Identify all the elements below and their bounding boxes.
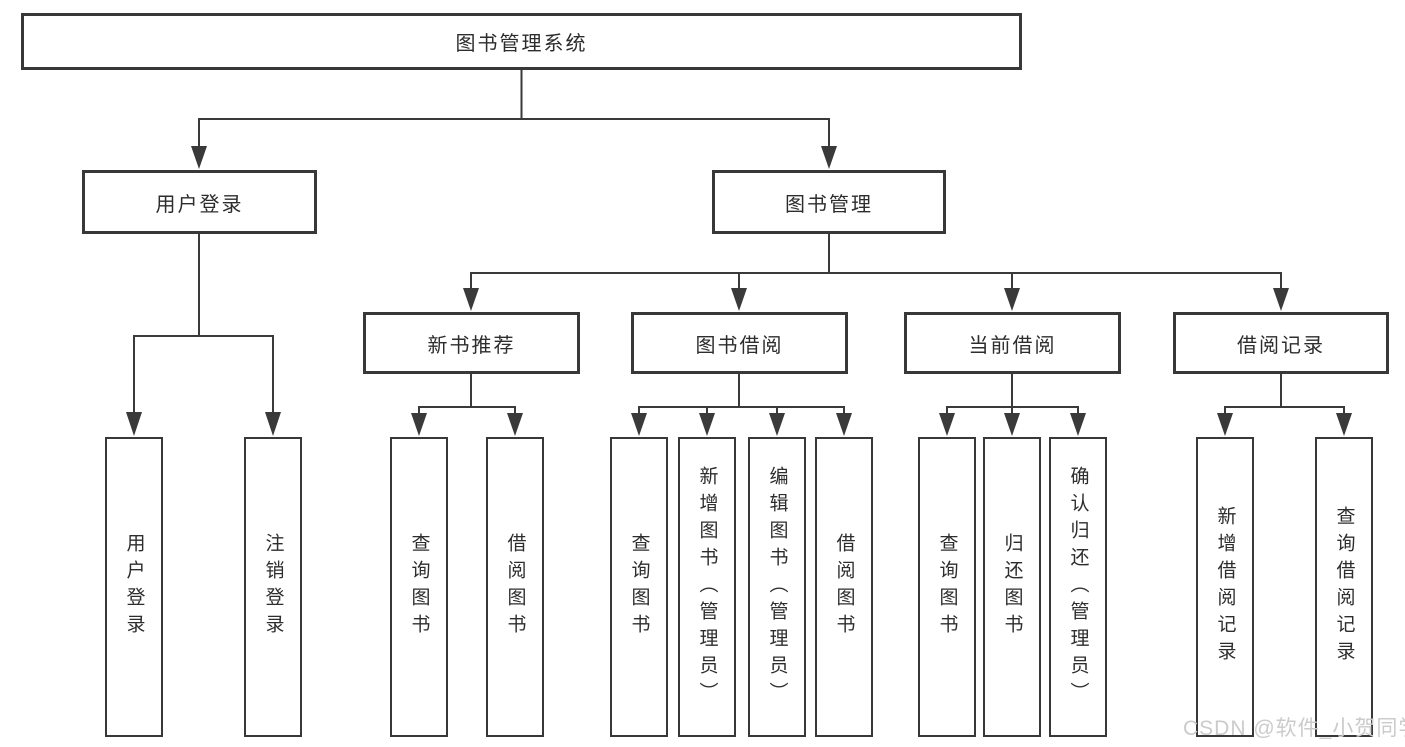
leaf-return-books: 归还图书 <box>983 437 1041 737</box>
leaf-label: 查询图书 <box>936 533 958 641</box>
leaf-query-books-3: 查询图书 <box>918 437 976 737</box>
leaf-label: 查询借阅记录 <box>1333 506 1355 668</box>
leaf-query-books-2: 查询图书 <box>610 437 668 737</box>
leaf-add-borrow-record: 新增借阅记录 <box>1196 437 1254 737</box>
node-current-borrow: 当前借阅 <box>904 312 1121 374</box>
node-label: 新书推荐 <box>427 334 516 357</box>
connector-new-books-children <box>411 374 523 436</box>
leaf-label: 查询图书 <box>408 533 430 641</box>
node-label: 当前借阅 <box>968 334 1057 357</box>
node-borrow-records: 借阅记录 <box>1173 312 1389 374</box>
connector-book-mgmt-children <box>463 234 1289 311</box>
leaf-label: 新增图书（管理员） <box>696 465 718 709</box>
leaf-label: 确认归还（管理员） <box>1067 465 1089 709</box>
node-user-login: 用户登录 <box>82 170 317 234</box>
node-book-borrow: 图书借阅 <box>631 312 848 374</box>
leaf-query-borrow-record: 查询借阅记录 <box>1315 437 1373 737</box>
leaf-label: 借阅图书 <box>504 533 526 641</box>
node-label: 借阅记录 <box>1237 334 1325 357</box>
node-label: 用户登录 <box>155 193 244 216</box>
node-new-book-recommend: 新书推荐 <box>363 312 580 374</box>
connector-user-login-children <box>126 234 281 436</box>
leaf-label: 借阅图书 <box>833 533 855 641</box>
leaf-label: 查询图书 <box>628 533 650 641</box>
leaf-label: 编辑图书（管理员） <box>766 465 788 709</box>
leaf-confirm-return-admin: 确认归还（管理员） <box>1049 437 1107 737</box>
node-book-management: 图书管理 <box>712 170 946 234</box>
connector-borrow-children <box>631 374 852 436</box>
leaf-query-books-1: 查询图书 <box>390 437 448 737</box>
csdn-watermark: CSDN @软件_小贺同学 <box>1183 717 1405 740</box>
leaf-label: 归还图书 <box>1001 533 1023 641</box>
leaf-label: 注销登录 <box>262 533 284 641</box>
leaf-label: 新增借阅记录 <box>1214 506 1236 668</box>
leaf-label: 用户登录 <box>123 533 145 641</box>
leaf-borrow-books-1: 借阅图书 <box>486 437 544 737</box>
node-label: 图书借阅 <box>695 334 784 357</box>
leaf-add-books-admin: 新增图书（管理员） <box>678 437 736 737</box>
node-label: 图书管理系统 <box>455 33 588 55</box>
node-root-system: 图书管理系统 <box>21 13 1022 70</box>
leaf-user-login: 用户登录 <box>105 437 163 737</box>
leaf-logout: 注销登录 <box>244 437 302 737</box>
leaf-borrow-books-2: 借阅图书 <box>815 437 873 737</box>
leaf-edit-books-admin: 编辑图书（管理员） <box>748 437 806 737</box>
connector-current-children <box>939 374 1086 436</box>
node-label: 图书管理 <box>785 193 873 216</box>
connector-root-to-level2 <box>191 70 837 169</box>
connector-records-children <box>1217 374 1352 436</box>
